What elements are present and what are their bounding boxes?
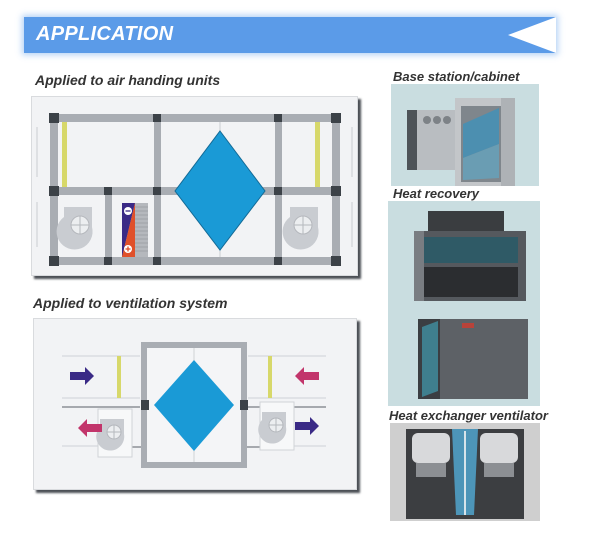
ahu-filter-right: [315, 122, 320, 187]
ahu-heating-coil: [122, 203, 148, 257]
ventilation-heat-exchanger: [154, 360, 234, 451]
ahu-diagram: [36, 113, 353, 266]
ventilation-diagram-panel: [33, 318, 357, 490]
ahu-filter-left: [62, 122, 67, 187]
fresh-air-in-arrow-icon: [70, 367, 94, 385]
ahu-fan-left-icon: [56, 207, 93, 250]
base-station-photo: [391, 84, 539, 186]
ventilation-filter-right: [268, 356, 272, 398]
ahu-fan-right-icon: [282, 207, 319, 250]
banner-arrow-icon: [508, 17, 556, 53]
ahu-heat-exchanger: [174, 130, 266, 251]
banner-title: APPLICATION: [36, 23, 174, 45]
ventilation-filter-left: [117, 356, 121, 398]
ventilation-fan-left-icon: [96, 419, 125, 451]
ahu-frame-joints: [49, 113, 341, 266]
ventilation-diagram: [62, 342, 326, 468]
ventilation-heading: Applied to ventilation system: [33, 295, 228, 311]
photo-heading-base-station: Base station/cabinet: [393, 69, 520, 84]
ahu-diagram-panel: [31, 96, 358, 276]
photo-heading-heat-exchanger-ventilator: Heat exchanger ventilator: [389, 408, 548, 423]
exhaust-out-arrow-icon: [78, 419, 102, 437]
ahu-heading: Applied to air handing units: [35, 72, 221, 88]
ventilation-fan-right-icon: [258, 412, 287, 444]
application-banner: APPLICATION: [24, 17, 556, 53]
frame-joint-left: [141, 400, 149, 410]
heat-exchanger-ventilator-photo: [390, 423, 540, 521]
return-air-in-arrow-icon: [295, 367, 319, 385]
heat-recovery-photo: [388, 201, 540, 406]
frame-joint-right: [240, 400, 248, 410]
photo-heading-heat-recovery: Heat recovery: [393, 186, 479, 201]
supply-air-out-arrow-icon: [295, 417, 319, 435]
